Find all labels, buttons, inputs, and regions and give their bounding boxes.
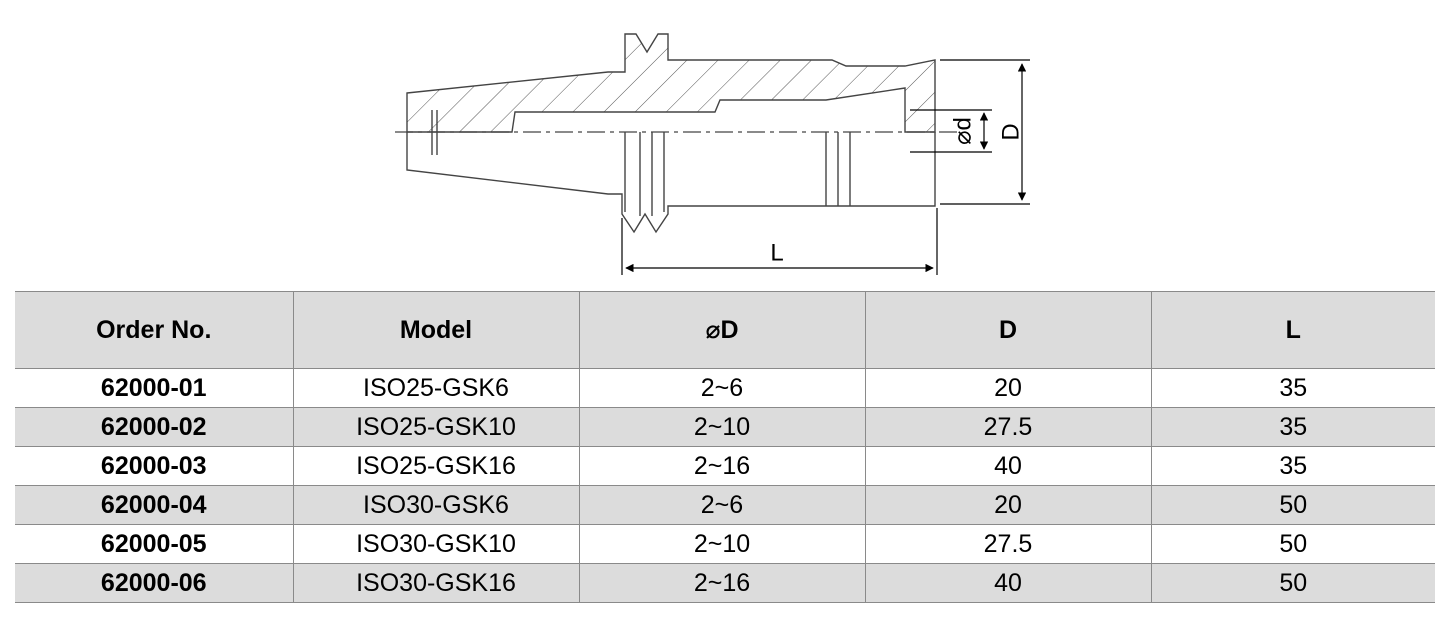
header-order-no: Order No. (15, 291, 293, 369)
diameter-d-cell: 2~16 (578, 563, 865, 603)
dimension-D (940, 59, 1030, 205)
tool-holder-drawing: D ⌀d L (395, 33, 1030, 275)
D-cell: 20 (864, 485, 1151, 525)
diameter-d-cell: 2~6 (578, 485, 865, 525)
table-row: 62000-05 ISO30-GSK10 2~10 27.5 50 (15, 524, 1435, 564)
diameter-d-cell: 2~6 (578, 368, 865, 408)
label-L: L (770, 239, 783, 266)
L-cell: 50 (1150, 485, 1435, 525)
model-cell: ISO30-GSK6 (292, 485, 579, 525)
D-cell: 40 (864, 563, 1151, 603)
table-row: 62000-02 ISO25-GSK10 2~10 27.5 35 (15, 407, 1435, 447)
header-D: D (864, 291, 1151, 369)
order-no-cell: 62000-02 (15, 407, 293, 447)
header-L: L (1150, 291, 1435, 369)
L-cell: 35 (1150, 446, 1435, 486)
D-cell: 27.5 (864, 524, 1151, 564)
order-no-cell: 62000-06 (15, 563, 293, 603)
L-cell: 50 (1150, 563, 1435, 603)
holder-section-upper (406, 33, 936, 133)
dimension-L (621, 208, 938, 275)
L-cell: 35 (1150, 368, 1435, 408)
table-row: 62000-04 ISO30-GSK6 2~6 20 50 (15, 485, 1435, 525)
table-header-row: Order No. Model ⌀D D L (15, 291, 1435, 369)
order-no-cell: 62000-04 (15, 485, 293, 525)
D-cell: 40 (864, 446, 1151, 486)
header-model: Model (292, 291, 579, 369)
D-cell: 20 (864, 368, 1151, 408)
L-cell: 35 (1150, 407, 1435, 447)
dimension-d (910, 109, 992, 153)
order-no-cell: 62000-05 (15, 524, 293, 564)
model-cell: ISO30-GSK10 (292, 524, 579, 564)
model-cell: ISO30-GSK16 (292, 563, 579, 603)
spec-table: Order No. Model ⌀D D L 62000-01 ISO25-GS… (15, 291, 1435, 603)
model-cell: ISO25-GSK6 (292, 368, 579, 408)
model-cell: ISO25-GSK10 (292, 407, 579, 447)
label-d-small: ⌀d (949, 117, 976, 145)
order-no-cell: 62000-03 (15, 446, 293, 486)
table-row: 62000-01 ISO25-GSK6 2~6 20 35 (15, 368, 1435, 408)
label-D: D (997, 123, 1024, 140)
diameter-d-cell: 2~16 (578, 446, 865, 486)
header-diameter-d: ⌀D (578, 291, 865, 369)
D-cell: 27.5 (864, 407, 1151, 447)
holder-outline-lower (406, 110, 936, 234)
table-row: 62000-03 ISO25-GSK16 2~16 40 35 (15, 446, 1435, 486)
L-cell: 50 (1150, 524, 1435, 564)
table-row: 62000-06 ISO30-GSK16 2~16 40 50 (15, 563, 1435, 603)
diameter-d-cell: 2~10 (578, 407, 865, 447)
diameter-d-cell: 2~10 (578, 524, 865, 564)
order-no-cell: 62000-01 (15, 368, 293, 408)
model-cell: ISO25-GSK16 (292, 446, 579, 486)
